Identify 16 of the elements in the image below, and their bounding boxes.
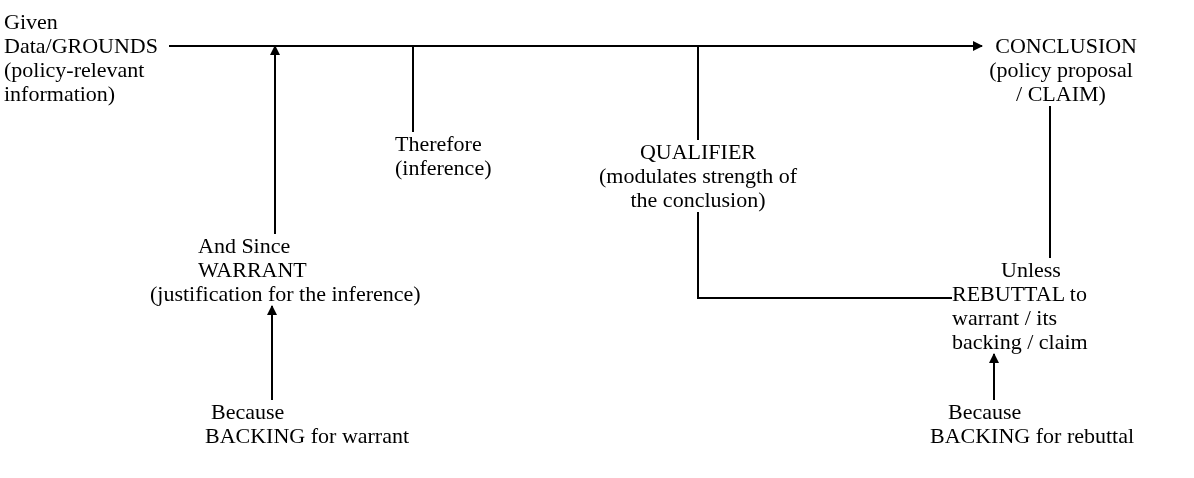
inference-label: Therefore (inference) — [395, 132, 515, 180]
warrant-label: And Since WARRANT (justification for the inference) — [150, 234, 470, 306]
connector-line — [412, 45, 414, 133]
arrow — [267, 305, 277, 401]
grounds-label: Given Data/GROUNDS (policy-relevant information) — [4, 10, 169, 106]
connector-line — [697, 45, 699, 141]
arrow — [168, 41, 983, 51]
conclusion-label: CONCLUSION (policy proposal / CLAIM) — [985, 34, 1137, 106]
connector-line — [697, 211, 953, 299]
arrow — [270, 45, 280, 235]
backing-label: Because BACKING for rebuttal — [930, 400, 1170, 448]
backing-label: Because BACKING for warrant — [205, 400, 445, 448]
connector-line — [1049, 105, 1051, 259]
qualifier-label: QUALIFIER (modulates strength of the conclusion) — [590, 140, 806, 212]
rebuttal-label: Unless REBUTTAL to warrant / its backing / claim — [952, 258, 1110, 354]
arrow — [989, 353, 999, 401]
